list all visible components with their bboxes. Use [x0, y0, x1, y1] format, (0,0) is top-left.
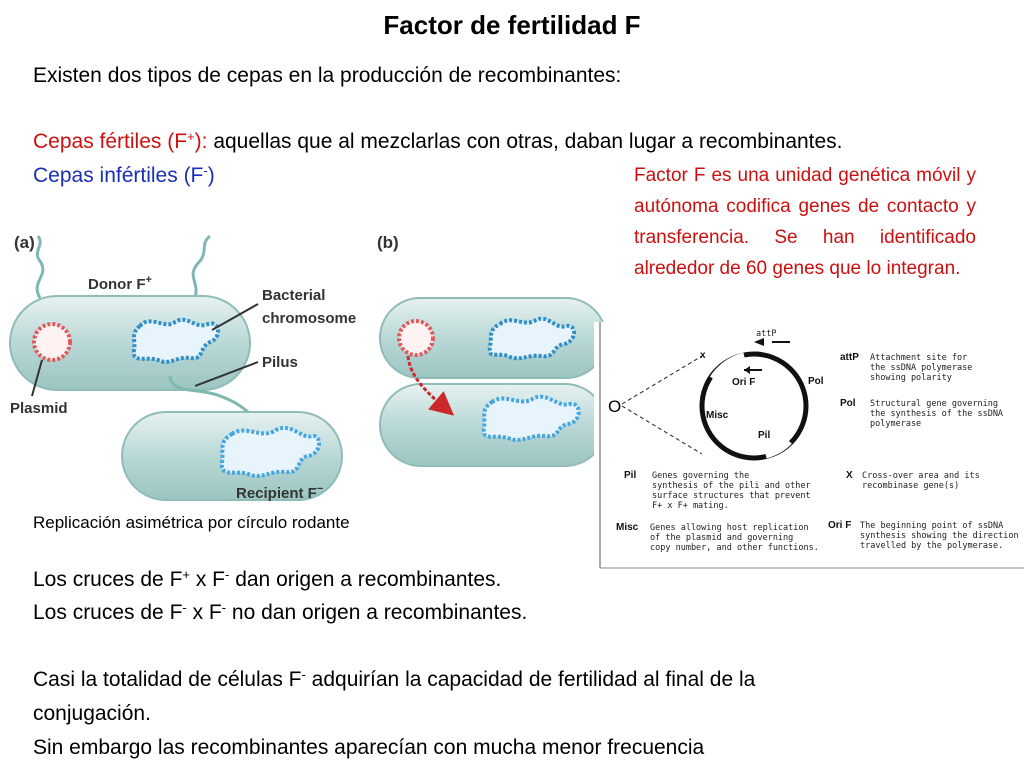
map-dash-top: [621, 355, 703, 405]
map-ori-label: Ori F: [732, 377, 755, 388]
map-origin-label: O: [608, 397, 621, 416]
ori-arrow-head: [744, 366, 750, 374]
legend-pil-text-3: surface structures that prevent: [652, 491, 811, 501]
legend-x-text-1: Cross-over area and its: [862, 471, 980, 481]
legend-attp-text-2: the ssDNA polymerase: [870, 363, 972, 373]
donor-pilus-right: [191, 234, 212, 299]
cross-line-1: Los cruces de F+ x F- dan origen a recom…: [33, 566, 502, 591]
legend-misc-key: Misc: [616, 522, 639, 533]
legend-x-text-2: recombinase gene(s): [862, 481, 959, 491]
legend-x-key: X: [846, 470, 853, 481]
map-background: [594, 322, 1024, 570]
legend-pol-text-2: the synthesis of the ssDNA: [870, 409, 1003, 419]
map-pil-label: Pil: [758, 430, 770, 441]
legend-misc-text-2: of the plasmid and governing: [650, 533, 793, 543]
legend-ori-text-3: travelled by the polymerase.: [860, 541, 1003, 551]
diagram-caption: Replicación asimétrica por círculo rodan…: [33, 513, 350, 532]
legend-pol-text-1: Structural gene governing: [870, 399, 998, 409]
panel-a-tag: (a): [14, 233, 35, 252]
infertile-line: Cepas infértiles (F-): [33, 162, 215, 187]
plasmid-label: Plasmid: [10, 400, 68, 417]
chromosome-label-1: Bacterial: [262, 287, 325, 304]
plasmid-pointer: [31, 359, 43, 397]
panel-b-donor-chromosome: [487, 316, 576, 361]
legend-pil-text-4: F+ x F+ mating.: [652, 501, 729, 511]
panel-b-plasmid-icon: [397, 319, 435, 357]
map-dash-bottom: [621, 405, 703, 455]
conclusion-line-3: Sin embargo las recombinantes aparecían …: [33, 736, 705, 759]
pilus-pointer: [194, 361, 259, 387]
legend-attp-text-1: Attachment site for: [870, 353, 967, 363]
pilus-label: Pilus: [262, 354, 298, 371]
legend-ori-text-2: synthesis showing the direction: [860, 531, 1019, 541]
chromosome-label-2: chromosome: [262, 310, 356, 327]
factor-f-note: Factor F es una unidad genética móvil y …: [634, 165, 976, 279]
legend-attp-text-3: showing polarity: [870, 373, 952, 383]
conclusion-line-2: conjugación.: [33, 702, 151, 725]
legend-ori-text-1: The beginning point of ssDNA: [860, 521, 1003, 531]
legend-attp-key: attP: [840, 352, 859, 363]
conclusion-line-1: Casi la totalidad de células F- adquiría…: [33, 666, 756, 691]
map-pol-label: Pol: [808, 376, 824, 387]
map-gap-1: [709, 352, 745, 380]
donor-pilus-left: [35, 235, 45, 299]
f-factor-map: O attP x Ori F Pol Misc Pil attP Attachm…: [594, 322, 1024, 570]
cross-line-2: Los cruces de F- x F- no dan origen a re…: [33, 599, 528, 624]
fertile-line: Cepas fértiles (F+): aquellas que al mez…: [33, 130, 843, 154]
conjugation-diagram: (a) (b) Donor F+ Bacterial chromosome Pi…: [9, 233, 607, 502]
recipient-chromosome: [219, 426, 321, 478]
legend-misc-text-1: Genes allowing host replication: [650, 523, 809, 533]
plasmid-icon: [32, 322, 72, 362]
map-gap-2: [765, 440, 792, 459]
donor-label: Donor F+: [88, 274, 152, 293]
map-attp-label: attP: [756, 329, 776, 339]
fertile-description: aquellas que al mezclarlas con otras, da…: [207, 130, 843, 153]
legend-misc-text-3: copy number, and other functions.: [650, 543, 819, 553]
recipient-label: Recipient F−: [236, 483, 323, 502]
legend-ori-key: Ori F: [828, 520, 851, 531]
map-circle: [699, 351, 809, 461]
donor-chromosome: [131, 317, 220, 364]
map-misc-label: Misc: [706, 410, 729, 421]
legend-pil-text-1: Genes governing the: [652, 471, 749, 481]
chromosome-pointer: [211, 303, 259, 331]
panel-b-tag: (b): [377, 233, 399, 252]
intro-text: Existen dos tipos de cepas en la producc…: [33, 64, 622, 87]
legend-pil-text-2: synthesis of the pili and other: [652, 481, 811, 491]
page-title: Factor de fertilidad F: [383, 10, 641, 40]
map-x-label: x: [700, 350, 706, 361]
legend-pol-key: Pol: [840, 398, 856, 409]
legend-pol-text-3: polymerase: [870, 419, 921, 429]
attp-arrow-head: [754, 338, 764, 346]
panel-b-recipient-chromosome: [481, 394, 581, 442]
legend-pil-key: Pil: [624, 470, 636, 481]
fertile-label: Cepas fértiles (F+):: [33, 128, 208, 153]
